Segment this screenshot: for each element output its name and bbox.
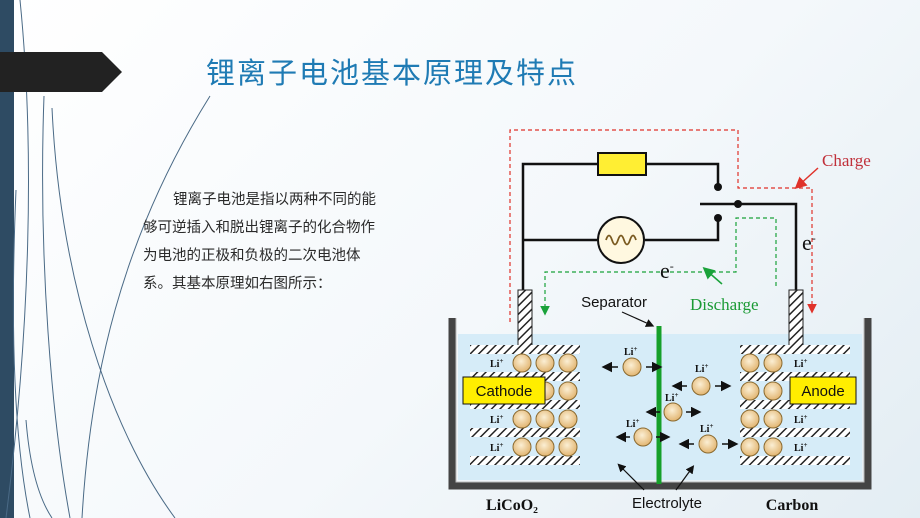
electron-label-right: e-	[802, 230, 816, 255]
resistor	[597, 152, 647, 176]
electrolyte-pointers	[617, 463, 695, 491]
svg-text:Li+: Li+	[665, 391, 678, 404]
electrode-ion-labels: Li+ Li+ Li+ Li+ Li+ Li+	[490, 357, 807, 454]
cathode-terminal	[517, 289, 533, 349]
svg-text:Li+: Li+	[794, 441, 807, 454]
svg-text:Li+: Li+	[490, 441, 503, 454]
cathode-material-label: LiCoO₂	[486, 497, 538, 514]
body-text: 锂离子电池是指以两种不同的能够可逆插入和脱出锂离子的化合物作为电池的正极和负极的…	[143, 192, 376, 292]
electrolyte-label: Electrolyte	[632, 495, 702, 512]
cathode-label: Cathode	[476, 383, 533, 400]
switch-contact-bottom	[714, 214, 722, 222]
side-bar	[0, 0, 14, 518]
anode-ions	[740, 353, 783, 457]
svg-text:Li+: Li+	[624, 345, 637, 358]
slide-title: 锂离子电池基本原理及特点	[206, 56, 579, 90]
separator-pointer	[621, 311, 655, 327]
decorative-swoosh-lines	[5, 0, 211, 518]
svg-text:Li+: Li+	[490, 413, 503, 426]
svg-text:Li+: Li+	[794, 357, 807, 370]
svg-text:Li+: Li+	[626, 417, 639, 430]
svg-text:Li+: Li+	[695, 362, 708, 375]
cell-container	[448, 318, 872, 490]
electron-label-middle: e-	[660, 258, 674, 283]
switch-contact-right	[734, 200, 742, 208]
separator-label: Separator	[581, 294, 647, 311]
charge-path	[509, 129, 819, 322]
lamp-icon	[597, 216, 645, 264]
discharge-label: Discharge	[690, 295, 759, 314]
cathode-label-box	[462, 376, 546, 405]
switch-contact-top	[714, 183, 722, 191]
anode-label: Anode	[801, 383, 844, 400]
battery-diagram: Charge Discharge e- e-	[448, 129, 872, 514]
free-ions: Li+ Li+ Li+ Li+ Li+	[601, 345, 739, 454]
external-circuit	[521, 162, 798, 290]
svg-text:Li+: Li+	[490, 357, 503, 370]
anode-material-label: Carbon	[766, 497, 819, 514]
body-paragraph: 锂离子电池是指以两种不同的能够可逆插入和脱出锂离子的化合物作为电池的正极和负极的…	[143, 186, 389, 298]
title-arrow-tab	[0, 52, 122, 92]
charge-label: Charge	[822, 151, 871, 170]
discharge-path	[540, 217, 777, 316]
anode-label-box	[789, 376, 857, 405]
cathode-ions	[512, 353, 578, 457]
svg-text:Li+: Li+	[700, 422, 713, 435]
svg-text:Li+: Li+	[794, 413, 807, 426]
anode-terminal	[788, 289, 804, 349]
